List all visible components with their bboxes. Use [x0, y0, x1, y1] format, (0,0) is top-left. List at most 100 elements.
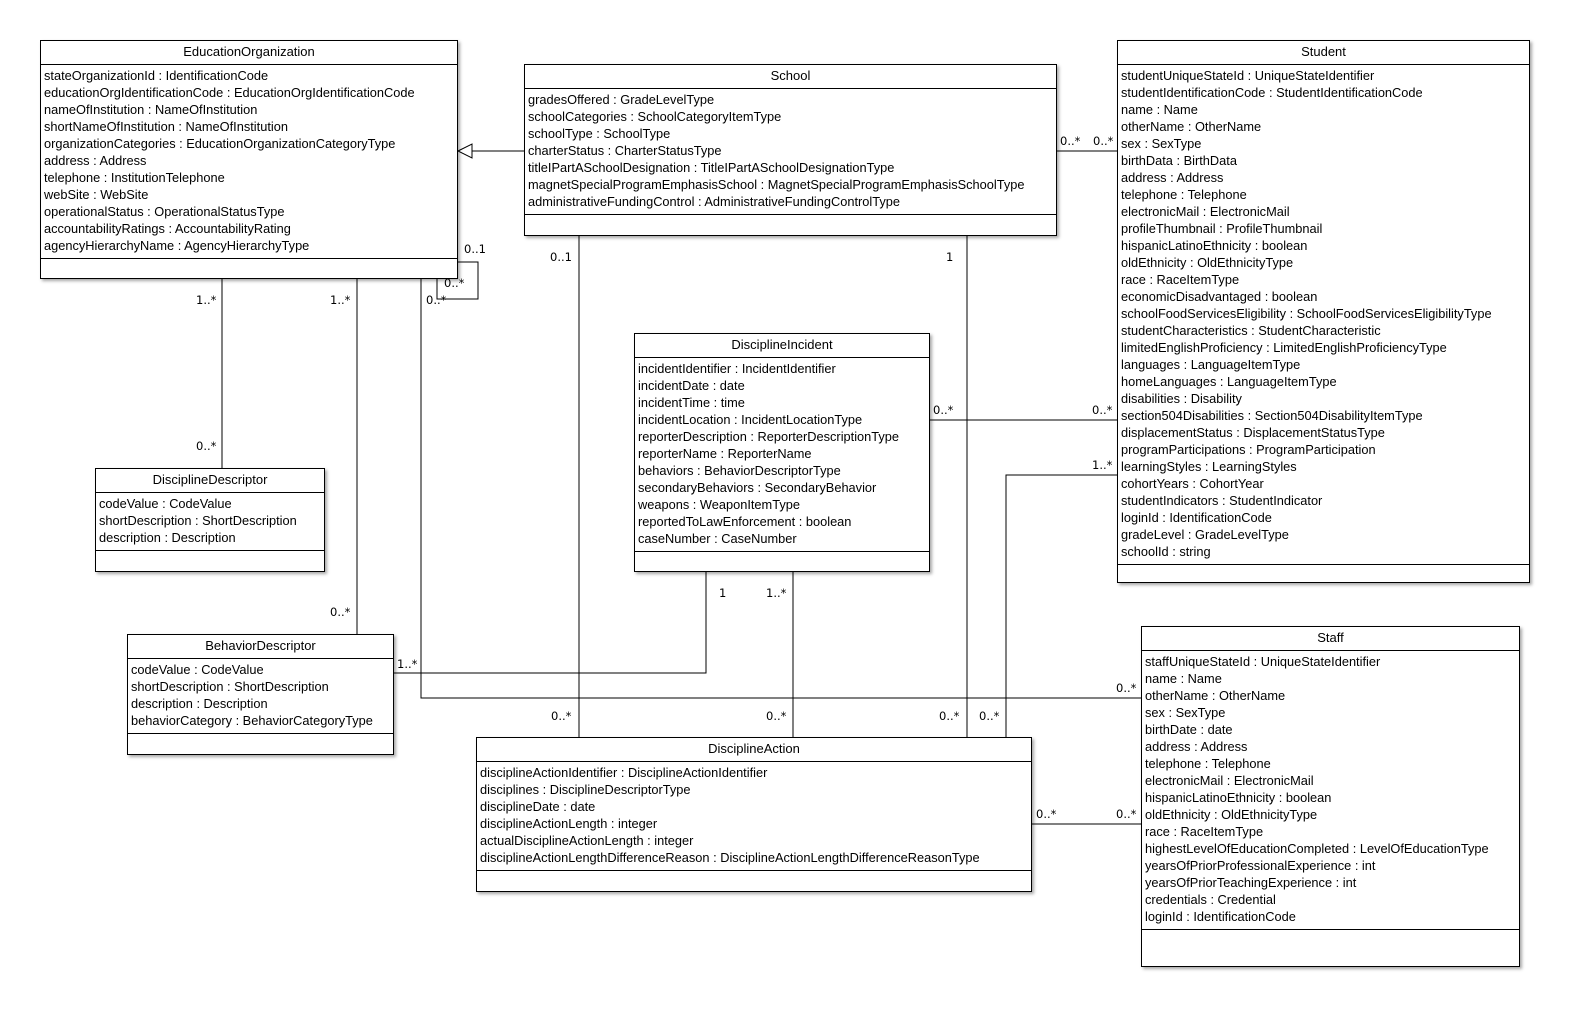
multiplicity-label: 1..* [330, 293, 351, 307]
attribute-compartment: staffUniqueStateId : UniqueStateIdentifi… [1142, 651, 1519, 930]
attribute-row: learningStyles : LearningStyles [1121, 459, 1297, 474]
multiplicity-label: 0..* [1116, 681, 1137, 695]
multiplicity-label: 0..1 [464, 242, 486, 256]
attribute-row: gradeLevel : GradeLevelType [1121, 527, 1289, 542]
attribute-row: titleIPartASchoolDesignation : TitleIPar… [528, 160, 895, 175]
attribute-row: sex : SexType [1121, 136, 1202, 151]
student-disciplineaction-line [1005, 474, 1117, 737]
attribute-row: sex : SexType [1145, 705, 1226, 720]
multiplicity-label: 0..* [444, 276, 465, 290]
attribute-row: birthData : BirthData [1121, 153, 1237, 168]
attribute-row: oldEthnicity : OldEthnicityType [1145, 807, 1318, 822]
attribute-row: studentIdentificationCode : StudentIdent… [1121, 85, 1423, 100]
class-name: DisciplineIncident [635, 334, 929, 358]
attribute-compartment: stateOrganizationId : IdentificationCode… [41, 65, 457, 259]
attribute-row: studentIndicators : StudentIndicator [1121, 493, 1323, 508]
multiplicity-label: 1 [946, 250, 954, 264]
multiplicity-label: 1..* [196, 293, 217, 307]
multiplicity-label: 0..* [196, 439, 217, 453]
multiplicity-label: 0..* [766, 709, 787, 723]
multiplicity-label: 1..* [766, 586, 787, 600]
attribute-row: loginId : IdentificationCode [1145, 909, 1296, 924]
class-behavior-descriptor[interactable]: BehaviorDescriptor codeValue : CodeValue… [127, 634, 394, 755]
multiplicity-label: 0..* [1036, 807, 1057, 821]
attribute-row: highestLevelOfEducationCompleted : Level… [1145, 841, 1489, 856]
attribute-row: electronicMail : ElectronicMail [1145, 773, 1314, 788]
attribute-row: incidentLocation : IncidentLocationType [638, 412, 863, 427]
attribute-row: disciplineActionLength : integer [480, 816, 658, 831]
attribute-row: address : Address [1121, 170, 1224, 185]
multiplicity-label: 1..* [1092, 458, 1113, 472]
attribute-row: disciplineDate : date [480, 799, 596, 814]
class-discipline-incident[interactable]: DisciplineIncident incidentIdentifier : … [634, 333, 930, 572]
attribute-row: gradesOffered : GradeLevelType [528, 92, 715, 107]
attribute-row: telephone : Telephone [1121, 187, 1247, 202]
attribute-row: shortDescription : ShortDescription [99, 513, 297, 528]
attribute-row: educationOrgIdentificationCode : Educati… [44, 85, 415, 100]
attribute-row: schoolFoodServicesEligibility : SchoolFo… [1121, 306, 1492, 321]
attribute-row: charterStatus : CharterStatusType [528, 143, 722, 158]
attribute-row: description : Description [131, 696, 268, 711]
attribute-row: studentUniqueStateId : UniqueStateIdenti… [1121, 68, 1375, 83]
class-staff[interactable]: Staff staffUniqueStateId : UniqueStateId… [1141, 626, 1520, 967]
attribute-row: incidentDate : date [638, 378, 745, 393]
attribute-row: telephone : InstitutionTelephone [44, 170, 225, 185]
attribute-row: address : Address [44, 153, 147, 168]
attribute-row: cohortYears : CohortYear [1121, 476, 1264, 491]
class-name: DisciplineDescriptor [96, 469, 324, 493]
attribute-row: shortNameOfInstitution : NameOfInstituti… [44, 119, 288, 134]
attribute-row: reporterName : ReporterName [638, 446, 812, 461]
attribute-row: shortDescription : ShortDescription [131, 679, 329, 694]
multiplicity-label: 0..* [1060, 134, 1081, 148]
multiplicity-label: 0..* [1093, 134, 1114, 148]
class-name: DisciplineAction [477, 738, 1031, 762]
attribute-row: languages : LanguageItemType [1121, 357, 1301, 372]
attribute-row: administrativeFundingControl : Administr… [528, 194, 901, 209]
class-discipline-action[interactable]: DisciplineAction disciplineActionIdentif… [476, 737, 1032, 892]
class-student[interactable]: Student studentUniqueStateId : UniqueSta… [1117, 40, 1530, 583]
attribute-row: schoolCategories : SchoolCategoryItemTyp… [528, 109, 782, 124]
multiplicity-label: 0..* [939, 709, 960, 723]
attribute-compartment: disciplineActionIdentifier : DisciplineA… [477, 762, 1031, 871]
attribute-row: address : Address [1145, 739, 1248, 754]
attribute-row: yearsOfPriorProfessionalExperience : int [1145, 858, 1376, 873]
attribute-row: studentCharacteristics : StudentCharacte… [1121, 323, 1381, 338]
class-name: BehaviorDescriptor [128, 635, 393, 659]
self-association-line [436, 261, 479, 300]
attribute-row: name : Name [1145, 671, 1222, 686]
attribute-compartment: codeValue : CodeValue shortDescription : … [96, 493, 324, 551]
attribute-row: race : RaceItemType [1121, 272, 1240, 287]
attribute-row: description : Description [99, 530, 236, 545]
attribute-row: loginId : IdentificationCode [1121, 510, 1272, 525]
multiplicity-label: 0..* [426, 293, 447, 307]
attribute-row: credentials : Credential [1145, 892, 1276, 907]
attribute-row: stateOrganizationId : IdentificationCode [44, 68, 269, 83]
attribute-row: economicDisadvantaged : boolean [1121, 289, 1318, 304]
attribute-row: codeValue : CodeValue [99, 496, 232, 511]
attribute-row: incidentIdentifier : IncidentIdentifier [638, 361, 836, 376]
class-discipline-descriptor[interactable]: DisciplineDescriptor codeValue : CodeVal… [95, 468, 325, 572]
attribute-row: homeLanguages : LanguageItemType [1121, 374, 1337, 389]
attribute-row: staffUniqueStateId : UniqueStateIdentifi… [1145, 654, 1381, 669]
attribute-compartment: studentUniqueStateId : UniqueStateIdenti… [1118, 65, 1529, 565]
attribute-row: telephone : Telephone [1145, 756, 1271, 771]
class-name: EducationOrganization [41, 41, 457, 65]
attribute-row: reporterDescription : ReporterDescriptio… [638, 429, 900, 444]
attribute-row: caseNumber : CaseNumber [638, 531, 797, 546]
attribute-compartment: gradesOffered : GradeLevelType schoolCate… [525, 89, 1056, 215]
attribute-row: disabilities : Disability [1121, 391, 1242, 406]
attribute-row: weapons : WeaponItemType [638, 497, 800, 512]
attribute-row: disciplines : DisciplineDescriptorType [480, 782, 691, 797]
class-name: School [525, 65, 1056, 89]
attribute-row: behaviors : BehaviorDescriptorType [638, 463, 841, 478]
class-school[interactable]: School gradesOffered : GradeLevelType sch… [524, 64, 1057, 236]
attribute-row: secondaryBehaviors : SecondaryBehavior [638, 480, 877, 495]
attribute-row: limitedEnglishProficiency : LimitedEngli… [1121, 340, 1447, 355]
generalization-arrowhead [456, 143, 473, 159]
class-education-organization[interactable]: EducationOrganization stateOrganizationI… [40, 40, 458, 279]
attribute-row: hispanicLatinoEthnicity : boolean [1145, 790, 1332, 805]
attribute-row: actualDisciplineActionLength : integer [480, 833, 694, 848]
